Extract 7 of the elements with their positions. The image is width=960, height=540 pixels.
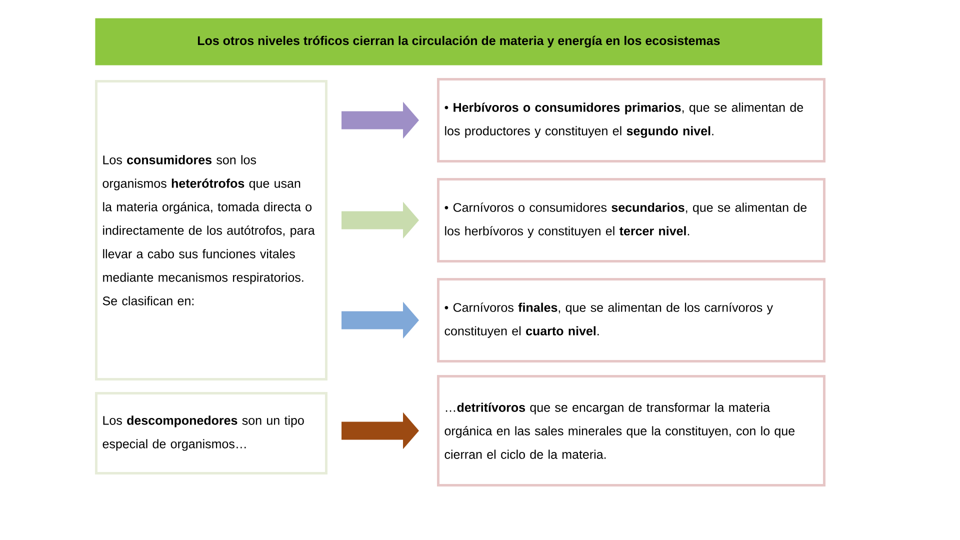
title-banner: Los otros niveles tróficos cierran la circulación de materia y energía en los ecosistemas <box>95 18 822 66</box>
text-box: …detritívoros que se encargan de transformar la materia orgánica en las sales minerales que la constituyen, con lo que cierran el ciclo de la materia. <box>437 374 826 486</box>
text-box: Los descomponedores son un tipo especial de organismos… <box>95 392 328 474</box>
text-box: • Carnívoros o consumidores secundarios, que se alimentan de los herbívoros y constituyen el tercer nivel. <box>437 178 826 262</box>
text-box: • Herbívoros o consumidores primarios, que se alimentan de los productores y constituyen el segundo nivel. <box>437 78 826 162</box>
text-box: • Carnívoros finales, que se alimentan de los carnívoros y constituyen el cuarto nivel. <box>437 278 826 362</box>
text-box: Los consumidores son los organismos heterótrofos que usan la materia orgánica, tomada directa o indirectamente de los autótrofos, para llevar a cabo sus funciones vitales mediante mecanismos respiratorios. Se clasifican en: <box>95 80 328 380</box>
